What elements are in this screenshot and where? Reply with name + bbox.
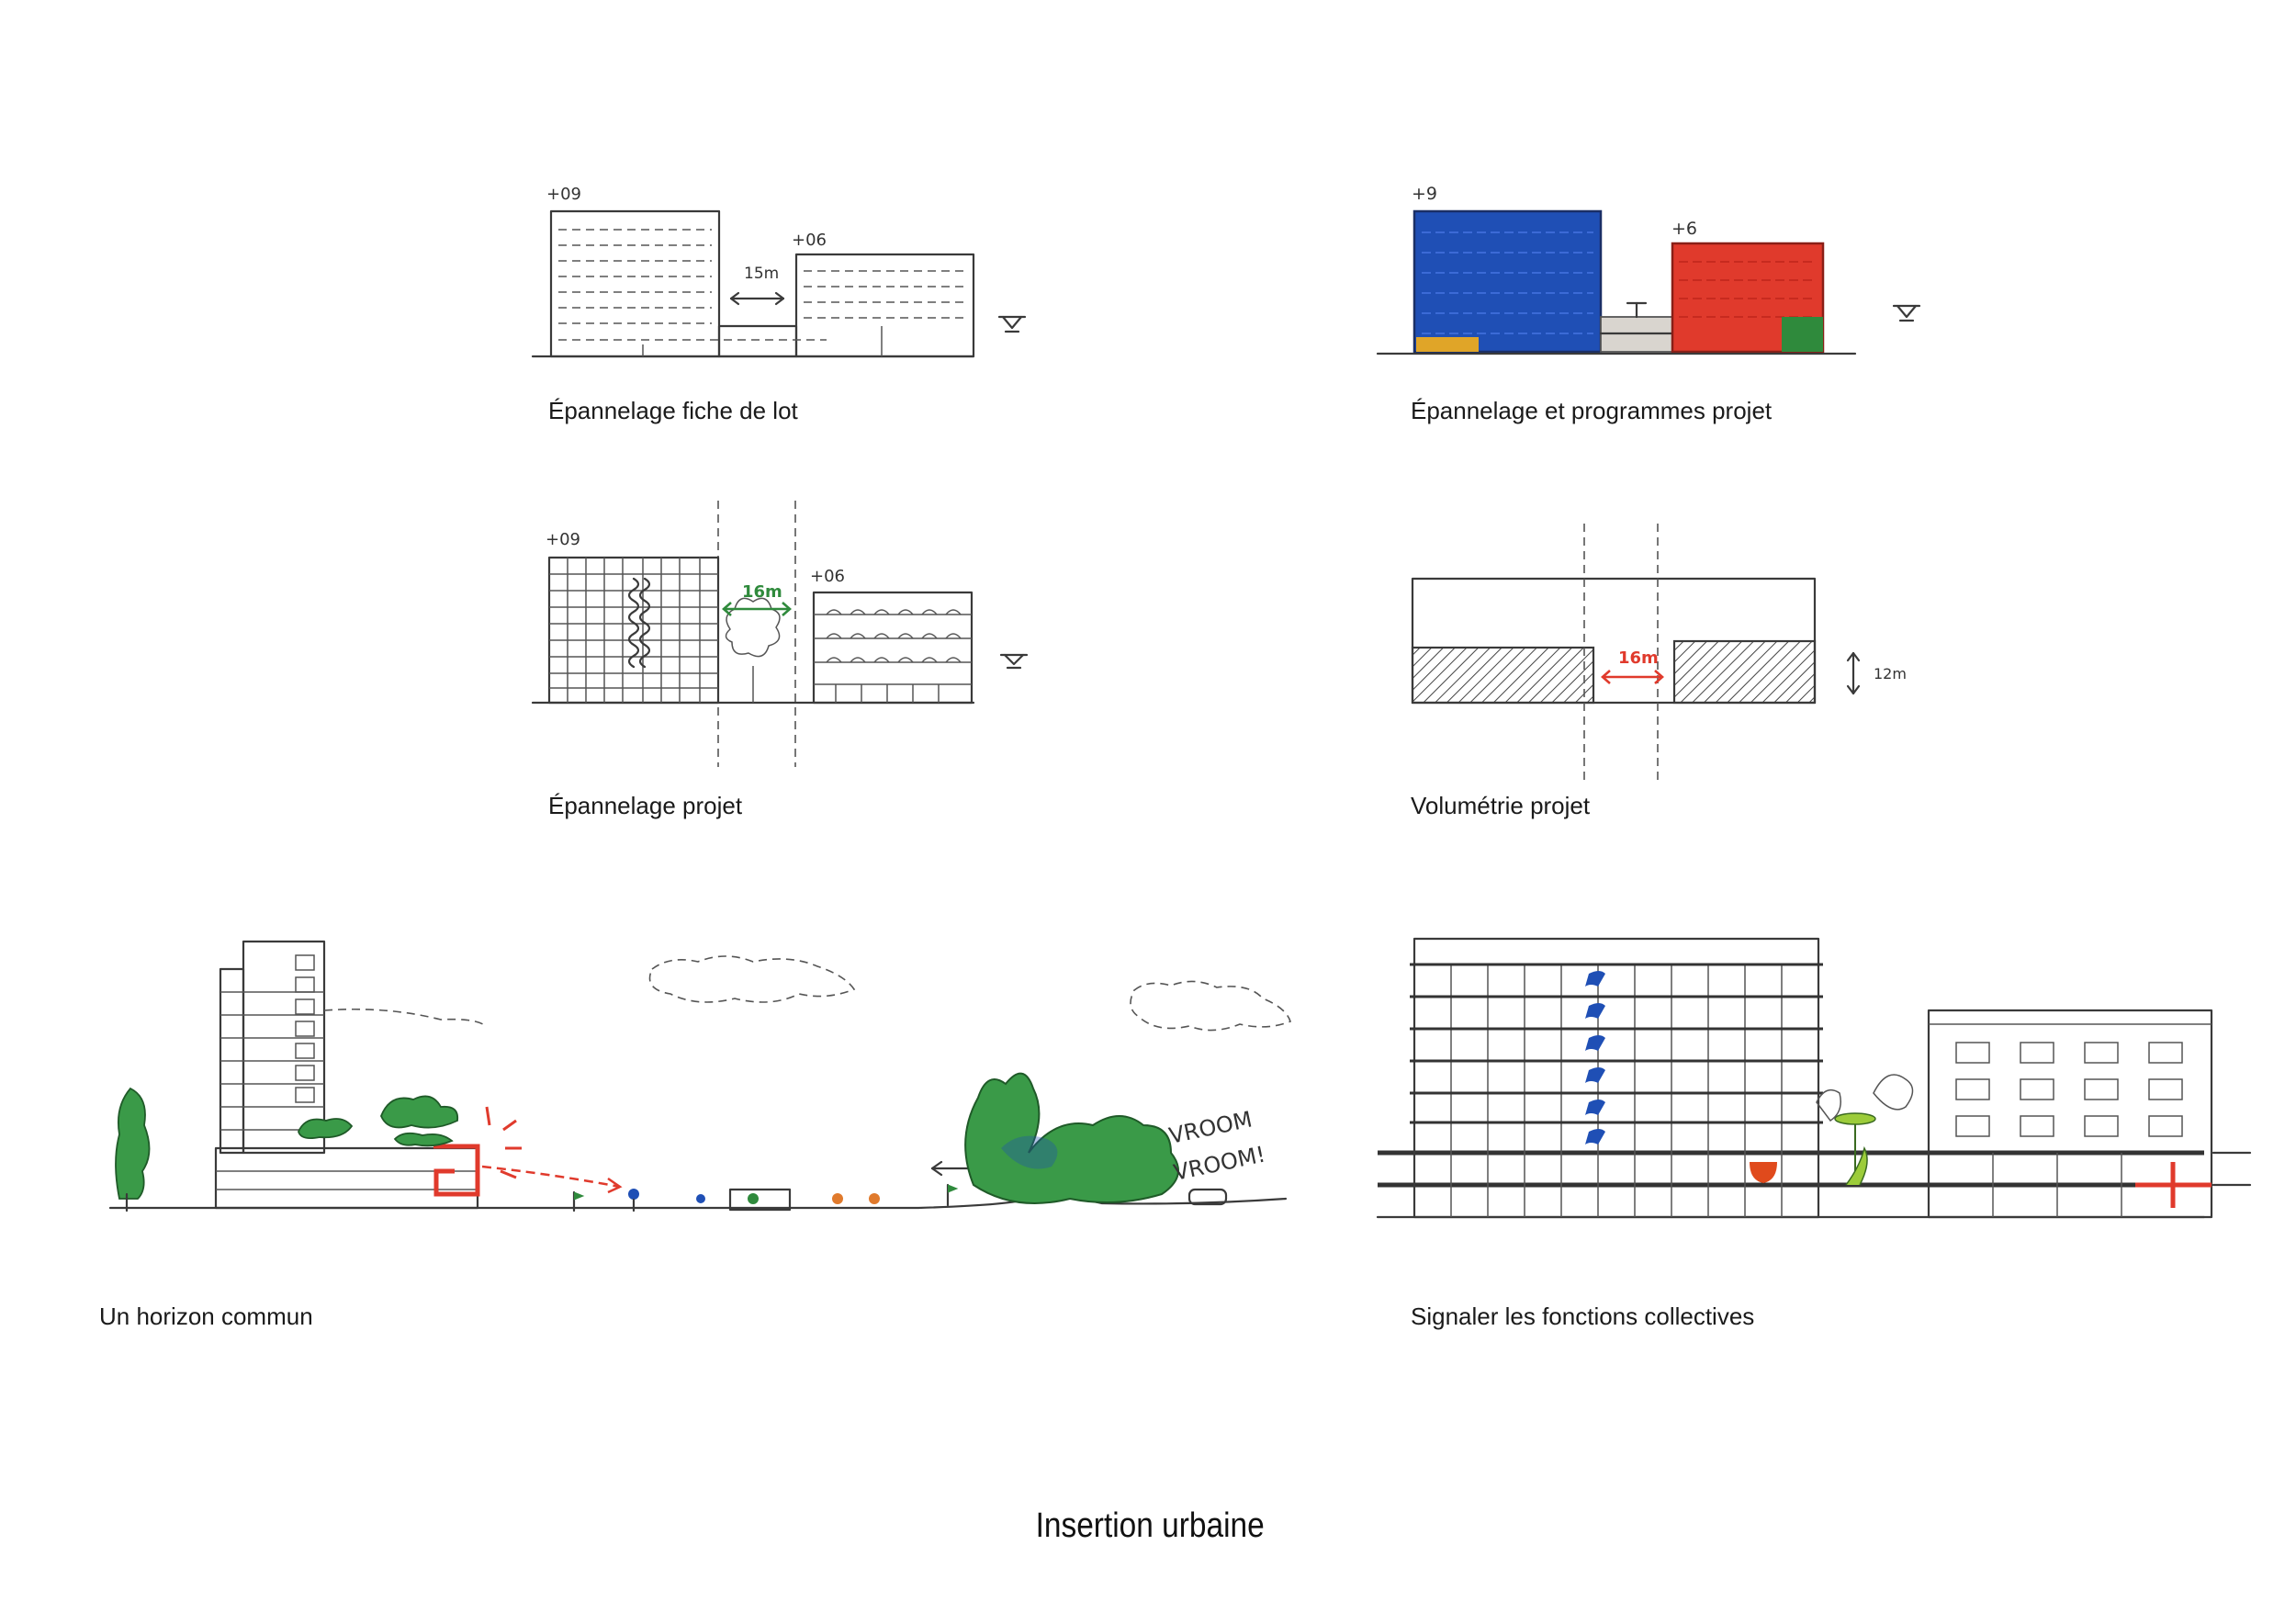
blue-floor-lines	[1422, 231, 1593, 334]
sound-text-1: VROOM	[1166, 1106, 1254, 1148]
caption-p1: Épannelage fiche de lot	[548, 397, 798, 424]
balcony-lines	[1410, 963, 1823, 1124]
cloud-1	[648, 955, 856, 1003]
caption-p3: Épannelage projet	[548, 792, 743, 819]
level-symbol	[999, 653, 1029, 670]
panel-epannelage-fiche-de-lot: 15m +09 +06	[523, 179, 1038, 400]
sketch-epannelage-projet: 16m +09 +06	[531, 501, 1029, 767]
panel-horizon-commun: VROOM VROOM!	[92, 919, 1304, 1249]
right-building	[1927, 1009, 2213, 1219]
green-canopy	[1834, 1112, 1876, 1186]
green-programme	[1782, 317, 1823, 352]
page-title: Insertion urbaine	[1035, 1506, 1265, 1545]
people	[628, 1189, 880, 1212]
height-arrow	[1846, 651, 1861, 695]
panel-volumetrie-projet: 16m 12m	[1396, 519, 1947, 785]
panel-fonctions-collectives	[1376, 928, 2259, 1240]
panel-epannelage-programmes: +9 +6	[1368, 179, 1938, 400]
sketch-volumetrie: 16m 12m	[1411, 524, 1907, 781]
car	[1187, 1188, 1228, 1206]
cloud-2	[1130, 980, 1291, 1032]
roof-garden	[298, 1095, 459, 1147]
caption-p4: Volumétrie projet	[1411, 792, 1591, 819]
red-programme	[1750, 1162, 1777, 1183]
blue-block	[1412, 209, 1603, 354]
level-symbol	[997, 315, 1027, 333]
caption-p5: Un horizon commun	[99, 1303, 313, 1330]
tree-sketch	[725, 597, 781, 703]
dimension-label: 16m	[1618, 648, 1659, 668]
floor-lines-left	[558, 229, 827, 341]
stair-helix	[627, 577, 651, 669]
sketch-programmes: +9 +6	[1376, 184, 1921, 355]
left-building	[1412, 937, 1820, 1219]
height-label-left: +9	[1412, 184, 1437, 204]
hatched-volume-right	[1672, 639, 1817, 705]
sound-text-2: VROOM!	[1171, 1141, 1267, 1185]
red-rays	[485, 1106, 522, 1179]
height-label: 12m	[1874, 665, 1907, 682]
floor-lines-right	[804, 270, 966, 319]
shrubs	[1816, 1074, 1914, 1122]
right-building	[812, 591, 974, 705]
yellow-programme	[1416, 337, 1479, 352]
dimension-label: 16m	[742, 582, 782, 602]
blue-stair	[1585, 971, 1605, 1145]
tree-cluster	[964, 1072, 1179, 1204]
left-tree	[115, 1087, 151, 1200]
height-label-left: +09	[546, 185, 581, 204]
height-label-left: +09	[546, 530, 580, 549]
red-arrow	[481, 1165, 621, 1189]
panel-epannelage-projet: 16m +09 +06	[523, 501, 1056, 776]
dimension-arrow	[722, 602, 792, 616]
dimension-arrow	[729, 291, 785, 306]
level-symbol	[1892, 304, 1921, 322]
right-building-grid	[1929, 1023, 2212, 1217]
hatched-volume-left	[1411, 646, 1595, 705]
height-label-right: +6	[1671, 219, 1697, 239]
sketch-fiche-de-lot: 15m +09 +06	[531, 185, 1027, 358]
left-building	[547, 556, 720, 705]
sketch-fonctions-collectives	[1376, 937, 2252, 1219]
red-programme	[433, 1144, 480, 1197]
right-building-grid	[814, 609, 972, 703]
goal	[728, 1188, 792, 1212]
caption-p2: Épannelage et programmes projet	[1411, 397, 1773, 424]
height-label-right: +06	[810, 567, 845, 586]
dimension-arrow	[1601, 670, 1664, 684]
dimension-label: 15m	[744, 265, 779, 283]
caption-p6: Signaler les fonctions collectives	[1411, 1303, 1755, 1330]
tower-windows	[220, 954, 324, 1131]
sketch-horizon: VROOM VROOM!	[108, 940, 1291, 1212]
red-cross	[2135, 1162, 2212, 1208]
height-label-right: +06	[792, 231, 827, 250]
